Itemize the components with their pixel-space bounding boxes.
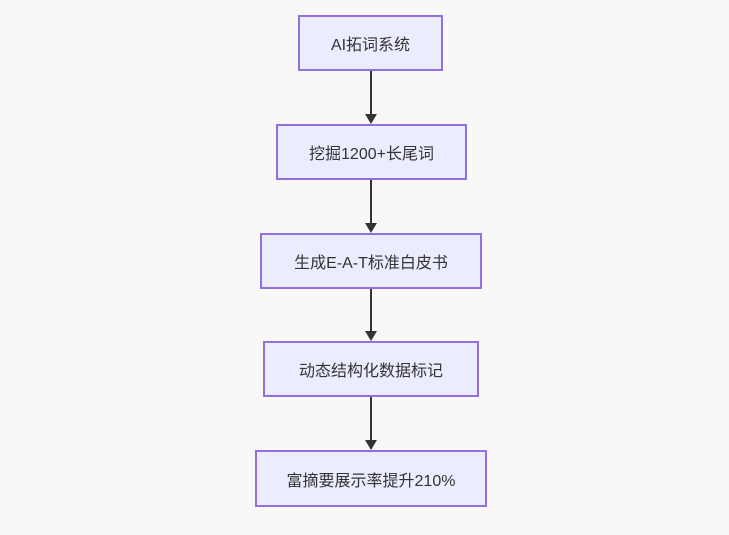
flow-node-ai-word-expansion-system: AI拓词系统 (298, 15, 443, 71)
arrowhead-down-icon (365, 331, 377, 341)
arrowhead-down-icon (365, 223, 377, 233)
arrowhead-down-icon (365, 114, 377, 124)
flow-node-label: 富摘要展示率提升210% (286, 472, 456, 490)
flow-node-dynamic-structured-data-markup: 动态结构化数据标记 (263, 341, 479, 397)
flow-arrow-line-2 (370, 180, 372, 223)
flow-node-rich-snippet-rate-increase: 富摘要展示率提升210% (255, 450, 487, 507)
flow-node-label: 生成E-A-T标准白皮书 (294, 255, 448, 272)
flow-node-mine-longtail-keywords: 挖掘1200+长尾词 (276, 124, 467, 180)
flow-node-generate-eat-whitepaper: 生成E-A-T标准白皮书 (260, 233, 482, 289)
flow-arrow-line-3 (370, 289, 372, 331)
flow-arrow-line-1 (370, 71, 372, 114)
flow-node-label: AI拓词系统 (330, 37, 411, 54)
flow-node-label: 动态结构化数据标记 (298, 363, 443, 380)
arrowhead-down-icon (365, 440, 377, 450)
flow-node-label: 挖掘1200+长尾词 (309, 146, 434, 163)
flow-arrow-line-4 (370, 397, 372, 440)
